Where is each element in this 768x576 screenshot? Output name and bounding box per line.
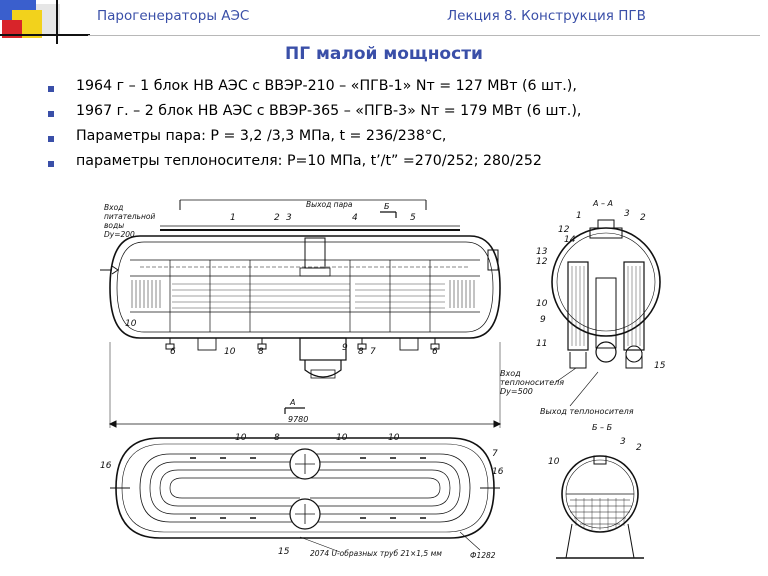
bullet-text: Параметры пара: P = 3,2 /3,3 МПа, t = 23… — [76, 128, 447, 144]
tubes-note: 2074 U-образных труб 21×1,5 мм — [310, 549, 442, 558]
callout-7: 7 — [492, 449, 498, 459]
coolant-inlet-label: Dy=500 — [500, 387, 533, 396]
callout-6: 6 — [432, 347, 438, 357]
bullet-text: параметры теплоносителя: P=10 МПа, t’/t”… — [76, 153, 542, 169]
callout-1: 1 — [576, 211, 582, 221]
steam-generator-drawing: Вход питательной воды Dy=200 Выход пара … — [100, 199, 666, 560]
bullet-text: 1964 г – 1 блок НВ АЭС с ВВЭР-210 – «ПГВ… — [76, 78, 577, 94]
feedwater-inlet-label: питательной — [104, 212, 155, 221]
callout-12: 12 — [536, 257, 548, 267]
header-divider — [88, 35, 760, 36]
section-bb-view — [556, 455, 644, 559]
callout-15: 15 — [654, 361, 666, 371]
callout-10: 10 — [536, 299, 548, 309]
bullet-list: 1964 г – 1 блок НВ АЭС с ВВЭР-210 – «ПГВ… — [44, 78, 764, 178]
length-dimension: 9780 — [288, 415, 308, 424]
callout-10: 10 — [388, 433, 400, 443]
callout-1: 1 — [230, 213, 236, 223]
callout-16: 16 — [492, 467, 504, 477]
callout-2: 2 — [636, 443, 642, 453]
feedwater-inlet-label: воды — [104, 221, 124, 230]
callout-10: 10 — [235, 433, 247, 443]
callout-10: 10 — [125, 319, 137, 329]
coolant-inlet-label: теплоносителя — [500, 378, 564, 387]
plan-view — [110, 437, 500, 553]
callout-13: 13 — [536, 247, 548, 257]
bullet-icon — [48, 136, 54, 142]
callout-5: 5 — [410, 213, 416, 223]
list-item: Параметры пара: P = 3,2 /3,3 МПа, t = 23… — [44, 128, 764, 153]
section-aa-view — [551, 219, 661, 407]
section-a-marker: А — [289, 398, 295, 407]
callout-10: 10 — [336, 433, 348, 443]
callout-14: 14 — [564, 235, 576, 245]
callout-2: 2 — [274, 213, 280, 223]
bullet-icon — [48, 111, 54, 117]
list-item: параметры теплоносителя: P=10 МПа, t’/t”… — [44, 153, 764, 178]
callout-15: 15 — [278, 547, 290, 557]
section-bb-title: Б – Б — [592, 423, 613, 432]
callout-4: 4 — [352, 213, 358, 223]
callout-10: 10 — [548, 457, 560, 467]
callout-8: 8 — [274, 433, 280, 443]
bullet-icon — [48, 86, 54, 92]
logo — [0, 0, 90, 44]
steam-outlet-label: Выход пара — [306, 200, 353, 209]
section-b-marker: Б — [384, 202, 390, 211]
section-aa-title: А – А — [592, 199, 613, 208]
callout-16: 16 — [100, 461, 112, 471]
callout-3: 3 — [624, 209, 630, 219]
callout-6: 6 — [170, 347, 176, 357]
feedwater-inlet-label: Вход — [104, 203, 123, 212]
callout-3: 3 — [620, 437, 626, 447]
callout-8: 8 — [358, 347, 364, 357]
side-elevation-view — [100, 199, 502, 428]
callout-9: 9 — [342, 343, 348, 353]
callout-7: 7 — [370, 347, 376, 357]
list-item: 1967 г. – 2 блок НВ АЭС с ВВЭР-365 – «ПГ… — [44, 103, 764, 128]
callout-12: 12 — [558, 225, 570, 235]
callout-3: 3 — [286, 213, 292, 223]
lecture-title: Лекция 8. Конструкция ПГВ — [447, 8, 646, 24]
coolant-outlet-label: Выход теплоносителя — [540, 407, 634, 416]
diameter-note: Ф1282 — [470, 551, 496, 560]
callout-8: 8 — [258, 347, 264, 357]
list-item: 1964 г – 1 блок НВ АЭС с ВВЭР-210 – «ПГВ… — [44, 78, 764, 103]
bullet-icon — [48, 161, 54, 167]
bullet-text: 1967 г. – 2 блок НВ АЭС с ВВЭР-365 – «ПГ… — [76, 103, 582, 119]
coolant-inlet-label: Вход — [500, 369, 521, 378]
course-title: Парогенераторы АЭС — [97, 8, 250, 24]
callout-9: 9 — [540, 315, 546, 325]
slide-title: ПГ малой мощности — [285, 44, 483, 64]
callout-10: 10 — [224, 347, 236, 357]
callout-11: 11 — [536, 339, 547, 349]
feedwater-inlet-label: Dy=200 — [104, 230, 135, 239]
callout-2: 2 — [640, 213, 646, 223]
